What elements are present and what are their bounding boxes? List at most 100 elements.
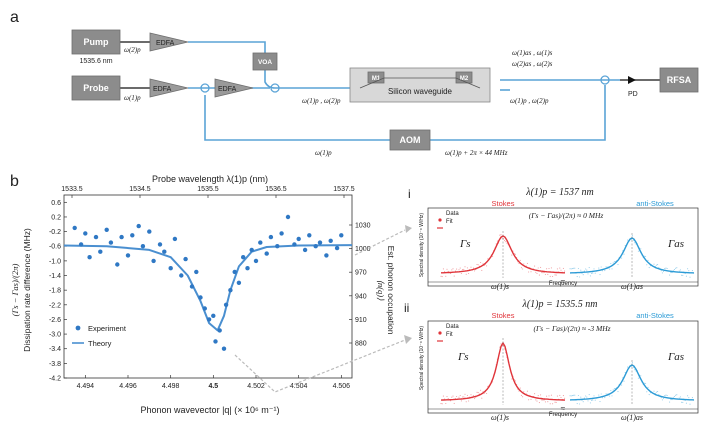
antistokes-i-data-point — [588, 267, 590, 269]
frequency-i: Frequency — [549, 281, 577, 287]
antistokes-ii-data-point — [604, 397, 606, 399]
stokes-i-data-point — [480, 261, 482, 264]
antistokes-i-data-point — [688, 270, 690, 272]
antistokes-ii-data-point — [623, 380, 625, 382]
antistokes-i-data-point — [669, 274, 671, 276]
pump-wavelength: 1535.6 nm — [79, 58, 112, 65]
stokes-ii-data-point — [544, 401, 546, 403]
experiment-point — [258, 240, 263, 245]
experiment-point — [228, 288, 233, 293]
stokes-i-data-point — [547, 273, 549, 275]
experiment-point — [275, 244, 280, 249]
stokes-ii-data-point — [468, 400, 470, 402]
antistokes-i-data-point — [585, 268, 587, 270]
antistokes-i-data-point — [658, 267, 660, 269]
antistokes-i-data-point — [640, 248, 642, 250]
antistokes-ii-data-point — [663, 397, 665, 399]
y-tick-label: -3.0 — [49, 332, 61, 339]
y-tick-label: -2.2 — [49, 302, 61, 309]
antistokes-i-data-point — [631, 235, 633, 237]
edfa-probe-2-label: EDFA — [218, 86, 237, 93]
stokes-i-data-point — [456, 268, 458, 270]
stokes-ii-data-point — [564, 397, 566, 399]
stokes-ii-data-point — [453, 402, 455, 404]
antistokes-ii-data-point — [648, 394, 650, 396]
stokes-i-data-point — [520, 267, 522, 269]
stokes-ii-data-point — [445, 402, 447, 405]
stokes-ii-data-point — [535, 399, 537, 401]
y-right-tick-label: 940 — [355, 293, 367, 300]
antistokes-ii-data-point — [594, 399, 596, 401]
stokes-i-data-point — [550, 267, 552, 269]
antistokes-i-data-point — [687, 268, 689, 270]
antistokes-ii-data-point — [598, 394, 600, 396]
experiment-point — [83, 231, 88, 236]
antistokes-ii-data-point — [661, 399, 663, 401]
stokes-i-data-point — [562, 267, 564, 269]
stokes-i-data-point — [468, 272, 470, 275]
antistokes-ii-data-point — [586, 396, 588, 398]
gamma-s-i: Γs — [459, 238, 471, 250]
antistokes-ii-data-point — [687, 395, 689, 397]
stokes-ii-data-point — [560, 396, 562, 399]
rfsa-box — [659, 67, 699, 93]
stokes-i-data-point — [486, 265, 488, 267]
connector-ii-arrow — [404, 335, 412, 344]
experiment-point — [245, 266, 250, 271]
stokes-i-data-point — [459, 267, 461, 269]
antistokes-i-data-point — [670, 272, 672, 274]
antistokes-ii-data-point — [678, 397, 680, 399]
antistokes-ii-data-point — [657, 391, 659, 393]
antistokes-ii-data-point — [588, 394, 590, 396]
stokes-i-data-point — [506, 242, 508, 244]
antistokes-i-data-point — [634, 242, 636, 244]
antistokes-i-data-point — [682, 274, 684, 276]
experiment-point — [98, 249, 103, 254]
stokes-ii-data-point — [476, 391, 478, 393]
legend-data-marker-i — [438, 218, 442, 222]
antistokes-ii-data-point — [688, 397, 690, 399]
pd-icon — [628, 76, 636, 84]
stokes-i-data-point — [453, 275, 455, 277]
stokes-ii-data-point — [466, 394, 468, 396]
stokes-ii-data-point — [520, 394, 522, 396]
stokes-i-data-point — [492, 255, 494, 258]
x-tick-label: 4.506 — [333, 383, 351, 390]
antistokes-ii-data-point — [647, 386, 649, 388]
antistokes-i-data-point — [681, 274, 683, 276]
antistokes-ii-data-point — [669, 401, 671, 403]
antistokes-i-data-point — [621, 257, 623, 259]
label-i: i — [408, 187, 411, 201]
stokes-i-data-point — [465, 273, 467, 275]
antistokes-ii-data-point — [570, 395, 572, 397]
y-right-tick-label: 1030 — [355, 223, 371, 230]
experiment-point — [140, 244, 146, 249]
mix-label: ω(1)p , ω(2)p — [302, 97, 341, 105]
antistokes-ii-data-point — [611, 395, 613, 397]
ylabel-right-2: ⟨n(q)⟩ — [376, 280, 386, 301]
stokes-i-data-point — [548, 267, 550, 270]
experiment-point — [302, 247, 308, 253]
antistokes-ii-data-point — [645, 382, 647, 384]
antistokes-i-data-point — [593, 268, 595, 270]
antistokes-ii-data-point — [624, 371, 626, 374]
stokes-ii-data-point — [541, 399, 543, 401]
stokes-ii-data-point — [530, 398, 532, 401]
x-tick-label: 4.496 — [119, 383, 137, 390]
experiment-point — [162, 249, 167, 254]
experiment-point — [292, 242, 297, 247]
annotation-ii: (Γs − Γas)/(2π) ≈ -3 MHz — [533, 324, 610, 333]
axis-break-ii: ≈ — [561, 404, 566, 413]
pump-box — [71, 29, 121, 55]
antistokes-i-data-point — [647, 259, 649, 261]
stokes-i-data-point — [447, 270, 449, 272]
top-tick-label: 1537.5 — [333, 186, 355, 193]
y-right-tick-label: 910 — [355, 317, 367, 324]
m2-label: M2 — [460, 76, 469, 82]
antistokes-i-data-point — [589, 275, 591, 277]
experiment-point — [223, 302, 229, 307]
experiment-point — [189, 284, 195, 289]
stokes-i-data-point — [544, 273, 546, 276]
stokes-ii-data-point — [465, 401, 467, 403]
antistokes-ii-data-point — [581, 399, 583, 402]
